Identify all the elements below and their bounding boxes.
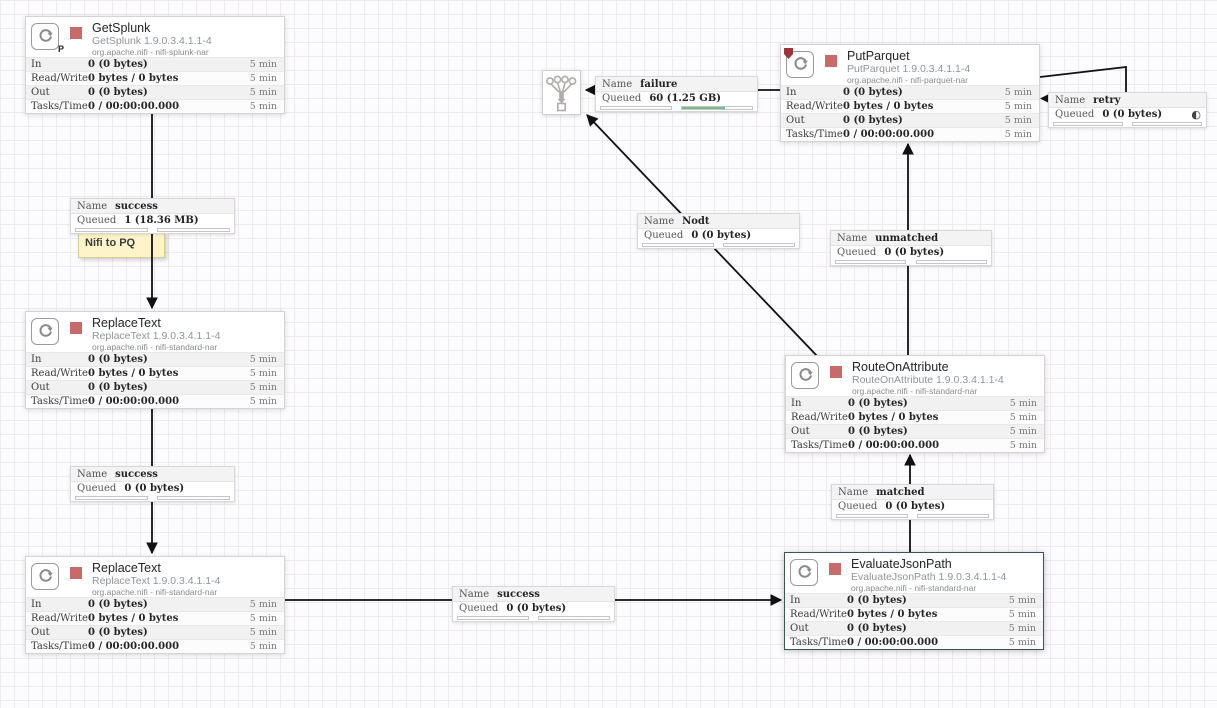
queue-size-bar	[1131, 122, 1202, 126]
queue-count-bar	[1053, 122, 1124, 126]
queue-size-bar	[157, 496, 230, 500]
processor-type-version: PutParquet 1.9.0.3.4.1.1-4	[847, 63, 971, 75]
queue-count-bar	[75, 228, 148, 232]
queue-count-bar	[836, 514, 908, 518]
queue-size-bar	[538, 616, 610, 620]
queue-size-bar	[681, 106, 753, 110]
processor-name: PutParquet	[847, 49, 910, 63]
processor-replacetext-1[interactable]: ReplaceText ReplaceText 1.9.0.3.4.1.1-4 …	[25, 311, 285, 409]
connection-putparquet-retry[interactable]	[1039, 65, 1127, 92]
processor-bundle: org.apache.nifi - nifi-splunk-nar	[92, 47, 209, 57]
processor-header: P GetSplunk GetSplunk 1.9.0.3.4.1.1-4 or…	[26, 17, 284, 57]
processor-type-version: ReplaceText 1.9.0.3.4.1.1-4	[92, 330, 221, 342]
connection-putparquet-retry-arrowhead[interactable]	[1040, 94, 1049, 103]
processor-header: PutParquet PutParquet 1.9.0.3.4.1.1-4 or…	[781, 45, 1039, 85]
flow-note-text: Nifi to PQ	[85, 237, 136, 249]
processor-icon	[784, 48, 814, 78]
queue-size-bar	[157, 228, 230, 232]
processor-header: RouteOnAttribute RouteOnAttribute 1.9.0.…	[786, 356, 1044, 396]
queue-count-bar	[835, 260, 907, 264]
processor-name: RouteOnAttribute	[852, 360, 949, 374]
queue-count-bar	[600, 106, 672, 110]
processor-name: GetSplunk	[92, 21, 151, 35]
stopped-icon	[70, 322, 82, 334]
processor-bundle: org.apache.nifi - nifi-standard-nar	[852, 386, 978, 396]
queue-size-bar	[915, 260, 987, 264]
queue-size-bar	[917, 514, 989, 518]
processor-bundle: org.apache.nifi - nifi-standard-nar	[851, 583, 977, 593]
processor-bundle: org.apache.nifi - nifi-standard-nar	[92, 587, 218, 597]
processor-evaluatejsonpath[interactable]: EvaluateJsonPath EvaluateJsonPath 1.9.0.…	[784, 552, 1044, 650]
primary-node-badge: P	[57, 44, 64, 54]
processor-routeonattribute[interactable]: RouteOnAttribute RouteOnAttribute 1.9.0.…	[785, 355, 1045, 453]
processor-header: ReplaceText ReplaceText 1.9.0.3.4.1.1-4 …	[26, 312, 284, 352]
processor-type-version: RouteOnAttribute 1.9.0.3.4.1.1-4	[852, 374, 1004, 386]
stopped-icon	[70, 567, 82, 579]
invalid-indicator-icon	[784, 48, 793, 59]
load-balance-icon: ◐	[1191, 108, 1201, 121]
processor-type-version: EvaluateJsonPath 1.9.0.3.4.1.1-4	[851, 571, 1007, 583]
funnel[interactable]	[542, 70, 581, 115]
stopped-icon	[830, 366, 842, 378]
processor-putparquet[interactable]: PutParquet PutParquet 1.9.0.3.4.1.1-4 or…	[780, 44, 1040, 142]
queue-count-bar	[457, 616, 529, 620]
processor-icon	[790, 559, 818, 586]
processor-header: EvaluateJsonPath EvaluateJsonPath 1.9.0.…	[785, 553, 1043, 593]
stopped-icon	[829, 563, 841, 575]
processor-type-version: ReplaceText 1.9.0.3.4.1.1-4	[92, 575, 221, 587]
processor-header: ReplaceText ReplaceText 1.9.0.3.4.1.1-4 …	[26, 557, 284, 597]
processor-icon: P	[31, 23, 64, 54]
processor-icon	[31, 318, 59, 345]
processor-replacetext-2[interactable]: ReplaceText ReplaceText 1.9.0.3.4.1.1-4 …	[25, 556, 285, 654]
processor-getsplunk[interactable]: P GetSplunk GetSplunk 1.9.0.3.4.1.1-4 or…	[25, 16, 285, 114]
processor-name: ReplaceText	[92, 316, 161, 330]
queue-count-bar	[75, 496, 148, 500]
stopped-icon	[825, 55, 837, 67]
processor-type-version: GetSplunk 1.9.0.3.4.1.1-4	[92, 35, 212, 47]
processor-icon	[31, 563, 59, 590]
processor-name: EvaluateJsonPath	[851, 557, 952, 571]
funnel-icon	[546, 75, 577, 112]
processor-icon	[791, 362, 819, 389]
processor-name: ReplaceText	[92, 561, 161, 575]
processor-bundle: org.apache.nifi - nifi-standard-nar	[92, 342, 218, 352]
stopped-icon	[70, 27, 82, 39]
queue-size-bar	[723, 243, 795, 247]
processor-bundle: org.apache.nifi - nifi-parquet-nar	[847, 75, 968, 85]
flow-note[interactable]: Nifi to PQ	[78, 232, 165, 258]
queue-count-bar	[642, 243, 714, 247]
